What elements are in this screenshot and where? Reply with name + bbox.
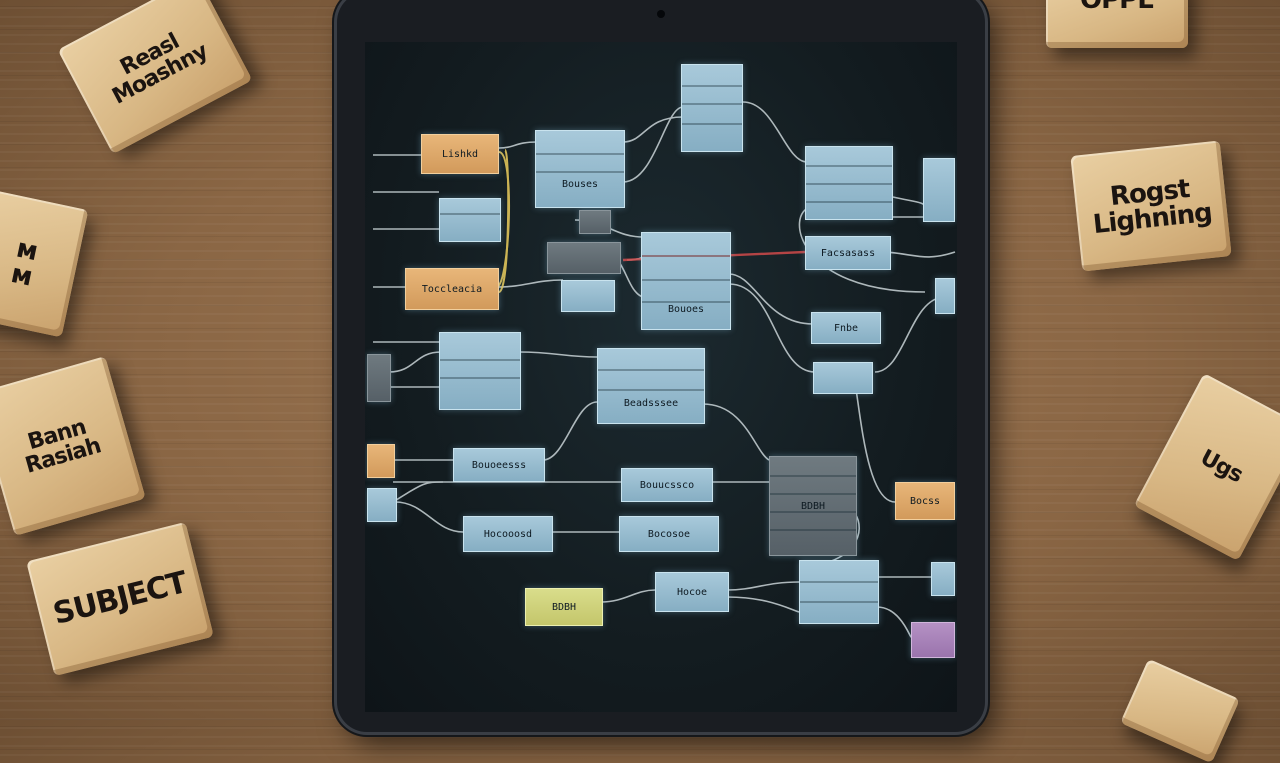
graph-node[interactable]: Hocoe [655,572,729,612]
graph-node[interactable] [813,362,873,394]
graph-node[interactable] [799,560,879,624]
graph-node[interactable] [367,488,397,522]
wire [874,296,946,373]
wire [726,581,800,591]
graph-node[interactable] [367,444,395,478]
graph-node[interactable] [931,562,955,596]
graph-node-label: Bocosoe [647,528,691,540]
graph-node[interactable] [547,242,621,274]
graph-node[interactable] [439,198,501,242]
wood-block-text: Reasl Moashny [108,29,212,110]
wood-block-top-left: Reasl Moashny [57,0,253,155]
wood-block-top-right: OPPE [1046,0,1188,48]
graph-node[interactable] [367,354,391,402]
wire [496,279,564,288]
graph-node-label: Bouoes [667,303,705,315]
graph-node[interactable] [439,332,521,410]
graph-node-label: Bouses [561,178,599,190]
graph-node[interactable]: Hocooosd [463,516,553,552]
graph-node[interactable]: Toccleacia [405,268,499,310]
graph-node[interactable] [579,210,611,234]
wood-block-left-lower: Bann Rasiah [0,356,146,536]
graph-node-label: Hocoe [676,586,708,598]
wood-block-right-lower: Ugs [1133,373,1280,561]
wood-block-text: Bann Rasiah [22,414,104,479]
wire [876,606,912,638]
graph-node-label: Bocss [909,495,941,507]
graph-node[interactable]: Bocosoe [619,516,719,552]
wood-block-left-mid: ᴍ ᴍ [0,188,89,338]
wire [394,501,464,533]
wire [884,251,956,258]
wire [518,351,598,358]
wood-block-text: Rogst Lighning [1091,174,1214,241]
graph-node-label: Bouoeesss [471,459,527,471]
graph-node[interactable]: Bouoes [641,232,731,330]
graph-node[interactable] [681,64,743,152]
wire [892,196,926,208]
wire-highlight [498,149,510,293]
graph-node[interactable]: Bouses [535,130,625,208]
graph-node[interactable]: BDBH BDBH [525,588,603,626]
wire [622,106,684,183]
graph-node-label: Fnbe [833,322,859,334]
graph-node[interactable] [805,146,893,220]
wire [728,273,814,325]
wire [726,596,800,613]
tablet-screen: Lishkd Bouses [365,42,957,712]
graph-node-label: Toccleacia [421,283,483,295]
wire [622,116,684,143]
graph-node[interactable] [935,278,955,314]
wood-block-text: Ugs [1196,445,1247,488]
graph-node-label: Hocooosd [483,528,533,540]
graph-node[interactable] [923,158,955,222]
wire [498,141,538,149]
wire [542,401,598,461]
wire [742,101,808,163]
wood-block-text: ᴍ ᴍ [8,233,40,293]
wood-block-text: SUBJECT [49,565,191,632]
tablet-camera [657,10,665,18]
graph-node[interactable]: Beadsssee [597,348,705,424]
wood-block-bottom-right [1120,658,1240,763]
wire [600,589,656,603]
graph-node[interactable]: Bouoeesss [453,448,545,482]
wood-block-subject: SUBJECT [26,521,214,677]
graph-node-label: Beadsssee [623,397,679,409]
graph-node[interactable] [911,622,955,658]
graph-node[interactable]: Facsasass [805,236,891,270]
wire [728,283,816,373]
graph-node[interactable]: Bocss [895,482,955,520]
graph-node[interactable]: BDBH [769,456,857,556]
graph-node[interactable] [561,280,615,312]
tablet-device: Lishkd Bouses [337,0,985,732]
wood-block-text: OPPE [1080,0,1155,15]
graph-node[interactable]: Bouucssco [621,468,713,502]
graph-node[interactable]: Lishkd [421,134,499,174]
graph-node-label: Lishkd [441,148,479,160]
wire [702,403,770,461]
graph-node-label: Bouucssco [639,479,695,491]
graph-node[interactable]: Fnbe [811,312,881,344]
graph-node-label: BDBH [800,500,826,512]
wire [392,481,444,503]
graph-node-label: Facsasass [820,247,876,259]
wood-block-right-mid: Rogst Lighning [1070,140,1232,272]
wire [388,351,442,373]
graph-node-label: BDBH [551,601,577,613]
